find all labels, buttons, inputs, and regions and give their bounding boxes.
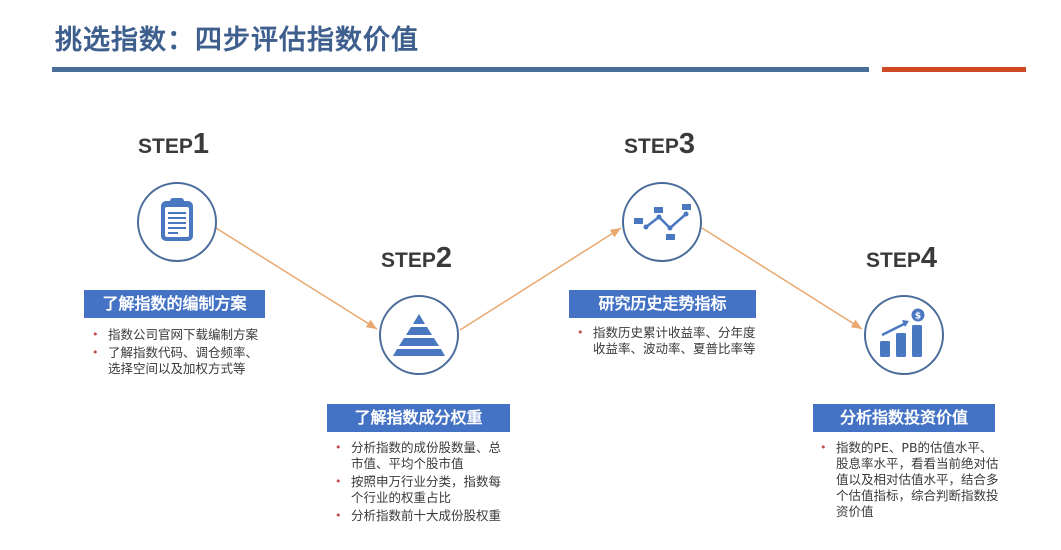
bullet-item: 按照申万行业分类，指数每个行业的权重占比 [333, 474, 513, 506]
step-2-bullets: 分析指数的成份股数量、总市值、平均个股市值 按照申万行业分类，指数每个行业的权重… [333, 440, 513, 526]
step-1-circle [137, 182, 217, 262]
line-trend-icon [634, 204, 691, 240]
title-underline-blue [52, 67, 869, 72]
step-1-heading: 了解指数的编制方案 [84, 290, 265, 318]
step-3-circle [622, 182, 702, 262]
step-4-circle: $ [864, 295, 944, 375]
step-3-bullets: 指数历史累计收益率、分年度收益率、波动率、夏普比率等 [575, 325, 760, 359]
step-4-label: STEP4 [866, 242, 937, 274]
step-2-circle [379, 295, 459, 375]
bullet-item: 指数历史累计收益率、分年度收益率、波动率、夏普比率等 [575, 325, 760, 357]
step-3-heading: 研究历史走势指标 [569, 290, 756, 318]
step-4-bullets: 指数的PE、PB的估值水平、股息率水平，看看当前绝对估值以及相对估值水平，结合多… [818, 440, 1000, 522]
step-3-label: STEP3 [624, 128, 695, 160]
bullet-item: 分析指数前十大成份股权重 [333, 508, 513, 524]
clipboard-icon [161, 198, 193, 241]
svg-text:$: $ [915, 312, 921, 322]
bullet-item: 了解指数代码、调仓频率、选择空间以及加权方式等 [90, 345, 270, 377]
growth-chart-dollar-icon: $ [880, 308, 925, 357]
bullet-item: 指数公司官网下载编制方案 [90, 327, 270, 343]
pyramid-icon [393, 314, 445, 356]
step-2-label: STEP2 [381, 242, 452, 274]
step-4-heading: 分析指数投资价值 [813, 404, 995, 432]
step-2-heading: 了解指数成分权重 [327, 404, 510, 432]
title-underline-red [882, 67, 1026, 72]
step-1-bullets: 指数公司官网下载编制方案 了解指数代码、调仓频率、选择空间以及加权方式等 [90, 327, 270, 379]
page-title: 挑选指数：四步评估指数价值 [55, 25, 419, 56]
step-1-label: STEP1 [138, 128, 209, 160]
bullet-item: 分析指数的成份股数量、总市值、平均个股市值 [333, 440, 513, 472]
bullet-item: 指数的PE、PB的估值水平、股息率水平，看看当前绝对估值以及相对估值水平，结合多… [818, 440, 1000, 520]
